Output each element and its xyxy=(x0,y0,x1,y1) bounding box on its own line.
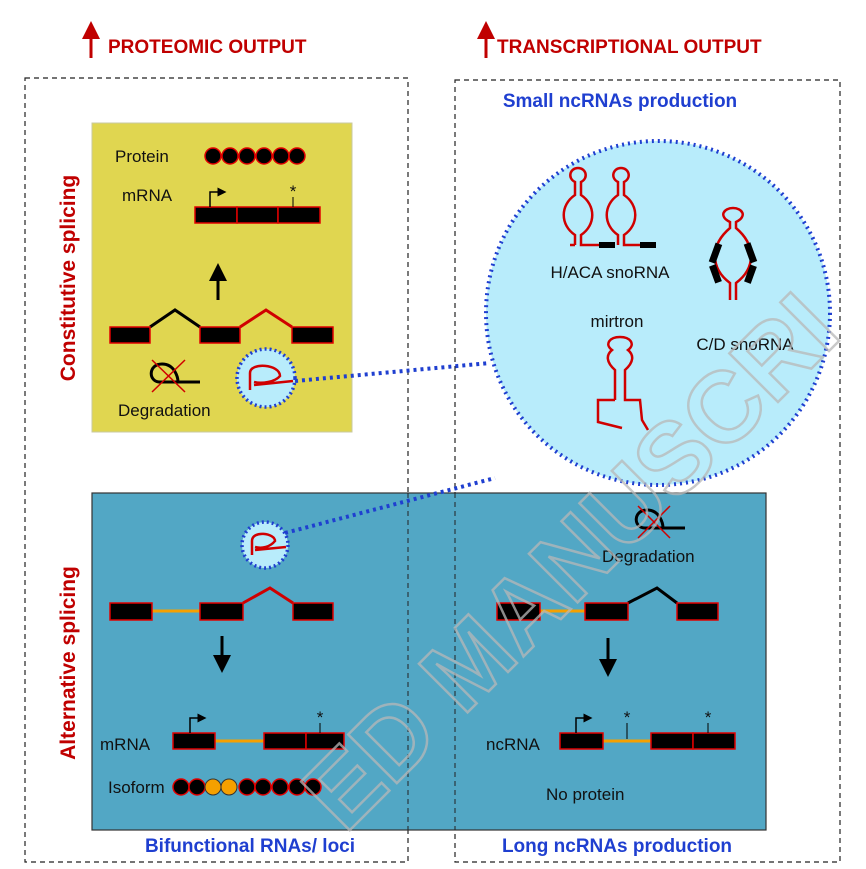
transcriptional-region xyxy=(454,79,841,863)
mirtron-label: mirtron xyxy=(591,312,644,331)
degradation-icon xyxy=(149,359,200,393)
small-ncrna-circle xyxy=(484,139,832,487)
isoform-beads xyxy=(172,778,322,796)
alternative-splicing-panel xyxy=(91,492,767,831)
small-ncrna-label: Small ncRNAs production xyxy=(503,91,737,112)
proteomic-region xyxy=(24,77,409,863)
header-transcriptional: TRANSCRIPTIONAL OUTPUT xyxy=(477,21,762,58)
lariat-icon xyxy=(250,532,287,555)
long-ncrna-label: Long ncRNAs production xyxy=(502,836,732,857)
header-proteomic: PROTEOMIC OUTPUT xyxy=(82,21,307,58)
constitutive-content: Protein mRNA * Degradation xyxy=(109,147,334,420)
mrna-exons: * xyxy=(194,182,321,224)
mrna-label: mRNA xyxy=(100,735,151,754)
stop-codon-label: * xyxy=(624,708,631,727)
pre-mrna xyxy=(109,308,334,344)
mirtron-icon xyxy=(596,335,650,431)
cd-snorna-label: C/D snoRNA xyxy=(696,335,794,354)
stop-codon-label: * xyxy=(705,708,712,727)
header-left: PROTEOMIC OUTPUT xyxy=(108,37,307,58)
alternative-left-content: mRNA * Isoform xyxy=(100,520,345,797)
protein-beads xyxy=(204,147,306,165)
mrna-label: mRNA xyxy=(122,186,173,205)
promoter-arrow-icon xyxy=(575,713,593,733)
degradation-icon xyxy=(634,505,685,539)
alternative-splicing-label: Alternative splicing xyxy=(57,566,80,760)
protein-label: Protein xyxy=(115,147,169,166)
no-protein-label: No protein xyxy=(546,785,624,804)
promoter-arrow-icon xyxy=(209,187,227,207)
ncrna-label: ncRNA xyxy=(486,735,541,754)
intron-lariat-circle xyxy=(235,347,297,409)
constitutive-splicing-label: Constitutive splicing xyxy=(57,175,80,382)
connector-dotted-line xyxy=(284,476,496,535)
bifunctional-label: Bifunctional RNAs/ loci xyxy=(145,836,355,857)
promoter-arrow-icon xyxy=(189,713,207,733)
isoform-label: Isoform xyxy=(108,778,165,797)
alternative-right-content: Degradation ncRNA * * No protein xyxy=(486,505,736,804)
cd-snorna-icon xyxy=(708,206,758,300)
degradation-label: Degradation xyxy=(118,401,211,420)
degradation-label: Degradation xyxy=(602,547,695,566)
connector-dotted-line xyxy=(294,361,491,383)
stop-codon-label: * xyxy=(290,182,297,201)
constitutive-splicing-panel xyxy=(91,122,353,433)
haca-snorna-icon xyxy=(562,166,656,248)
stop-codon-label: * xyxy=(317,708,324,727)
header-right: TRANSCRIPTIONAL OUTPUT xyxy=(497,37,762,58)
intron-lariat-circle xyxy=(240,520,290,570)
haca-snorna-label: H/ACA snoRNA xyxy=(550,263,670,282)
